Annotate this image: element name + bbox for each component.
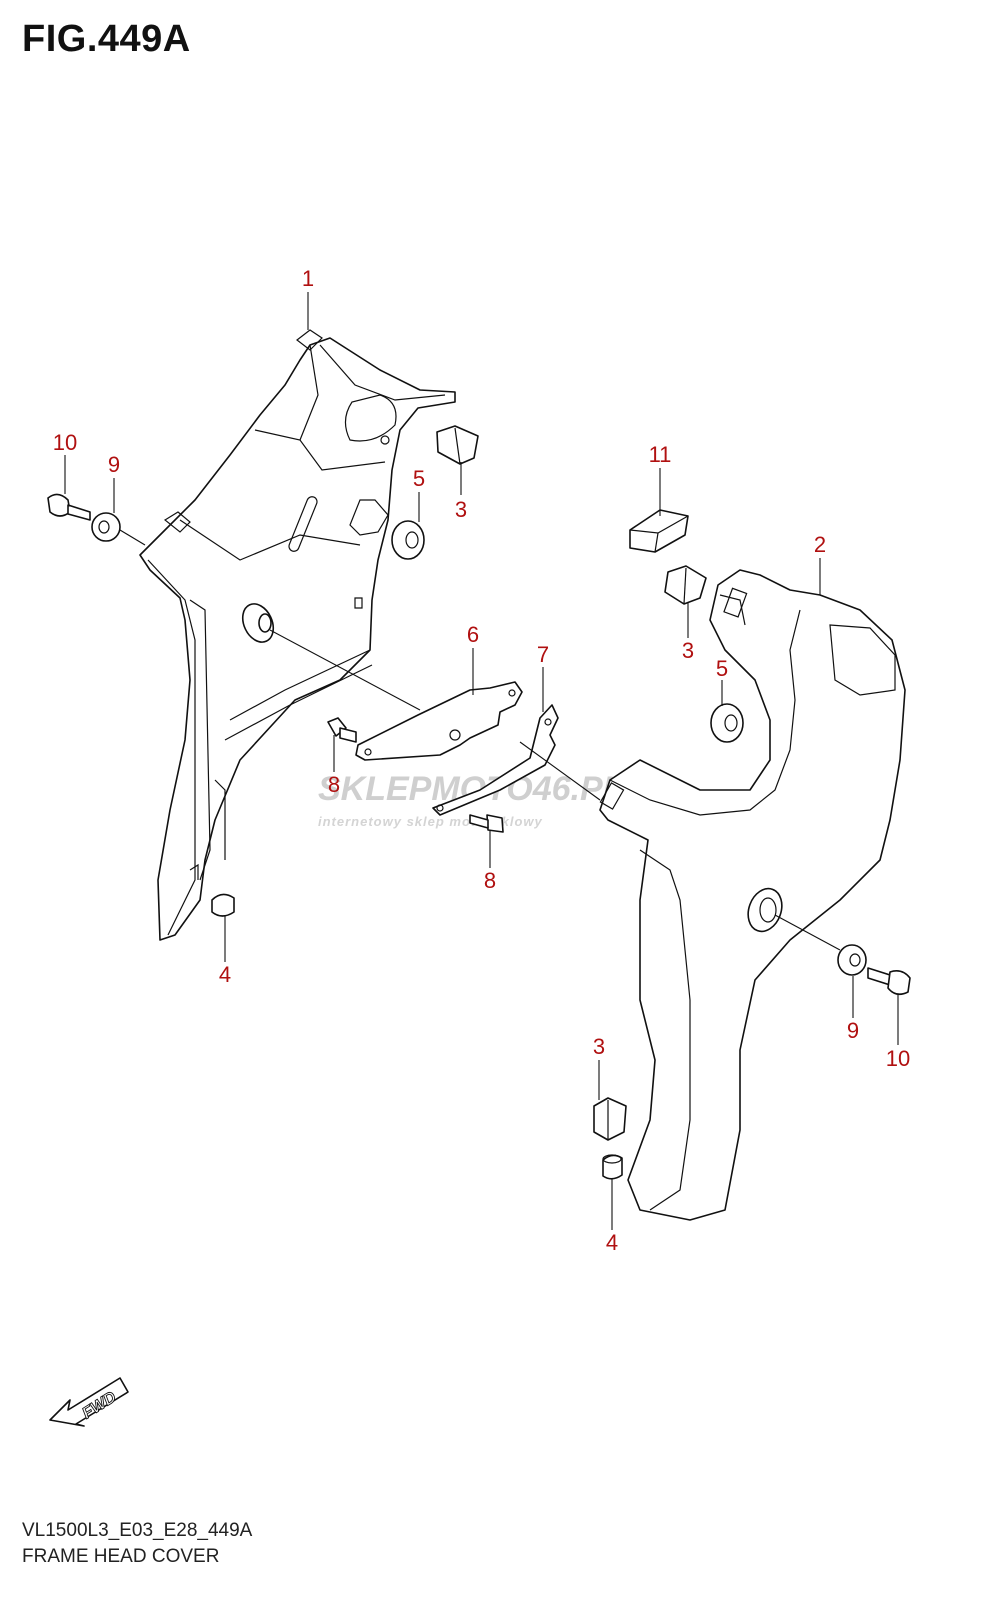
callout-3-top: 3 (455, 497, 467, 522)
bolt-8-left (327, 717, 357, 743)
cushion-11 (629, 509, 689, 553)
grommet-4-left (211, 893, 235, 917)
washer-9-left (91, 512, 121, 542)
left-frame-head-cover (139, 329, 456, 941)
grommet-5-right (710, 703, 744, 743)
figure-name: FRAME HEAD COVER (22, 1546, 220, 1567)
callout-8-left: 8 (328, 772, 340, 797)
screw-10-left (47, 493, 91, 521)
callout-6: 6 (467, 622, 479, 647)
callouts: 1 2 3 3 3 4 4 5 5 6 7 8 8 9 9 10 10 11 (53, 266, 910, 1255)
callout-3-right: 3 (682, 638, 694, 663)
grommet-4-right (602, 1154, 623, 1180)
callout-5-left: 5 (413, 466, 425, 491)
callout-8-right: 8 (484, 868, 496, 893)
cushion-3-bottom (593, 1097, 627, 1141)
callout-4-right: 4 (606, 1230, 618, 1255)
right-frame-head-cover (599, 569, 906, 1221)
grommet-5-left (391, 520, 425, 560)
callout-1: 1 (302, 266, 314, 291)
washer-9-right (837, 944, 867, 976)
callout-11: 11 (649, 442, 672, 467)
cushion-3-top (436, 425, 479, 465)
bracket-7 (432, 704, 559, 816)
callout-9-right: 9 (847, 1018, 859, 1043)
fwd-arrow: FWD (49, 1377, 129, 1427)
callout-9-left: 9 (108, 452, 120, 477)
leader-lines (64, 292, 899, 1230)
figure-title: FIG.449A (22, 18, 191, 60)
callout-10-right: 10 (886, 1046, 910, 1071)
cushion-3-right (664, 565, 707, 605)
callout-5-right: 5 (716, 656, 728, 681)
callout-10-left: 10 (53, 430, 77, 455)
bolt-8-right (469, 814, 504, 833)
callout-3-bottom: 3 (593, 1034, 605, 1059)
bracket-6 (355, 681, 523, 761)
watermark-sub: internetowy sklep motocyklowy (318, 814, 543, 829)
callout-2: 2 (814, 532, 826, 557)
figure-code: VL1500L3_E03_E28_449A (22, 1520, 253, 1541)
callout-7: 7 (537, 642, 549, 667)
screw-10-right (867, 967, 911, 996)
callout-4-left: 4 (219, 962, 231, 987)
watermark: SKLEPMOTO46.PL internetowy sklep motocyk… (318, 770, 623, 829)
